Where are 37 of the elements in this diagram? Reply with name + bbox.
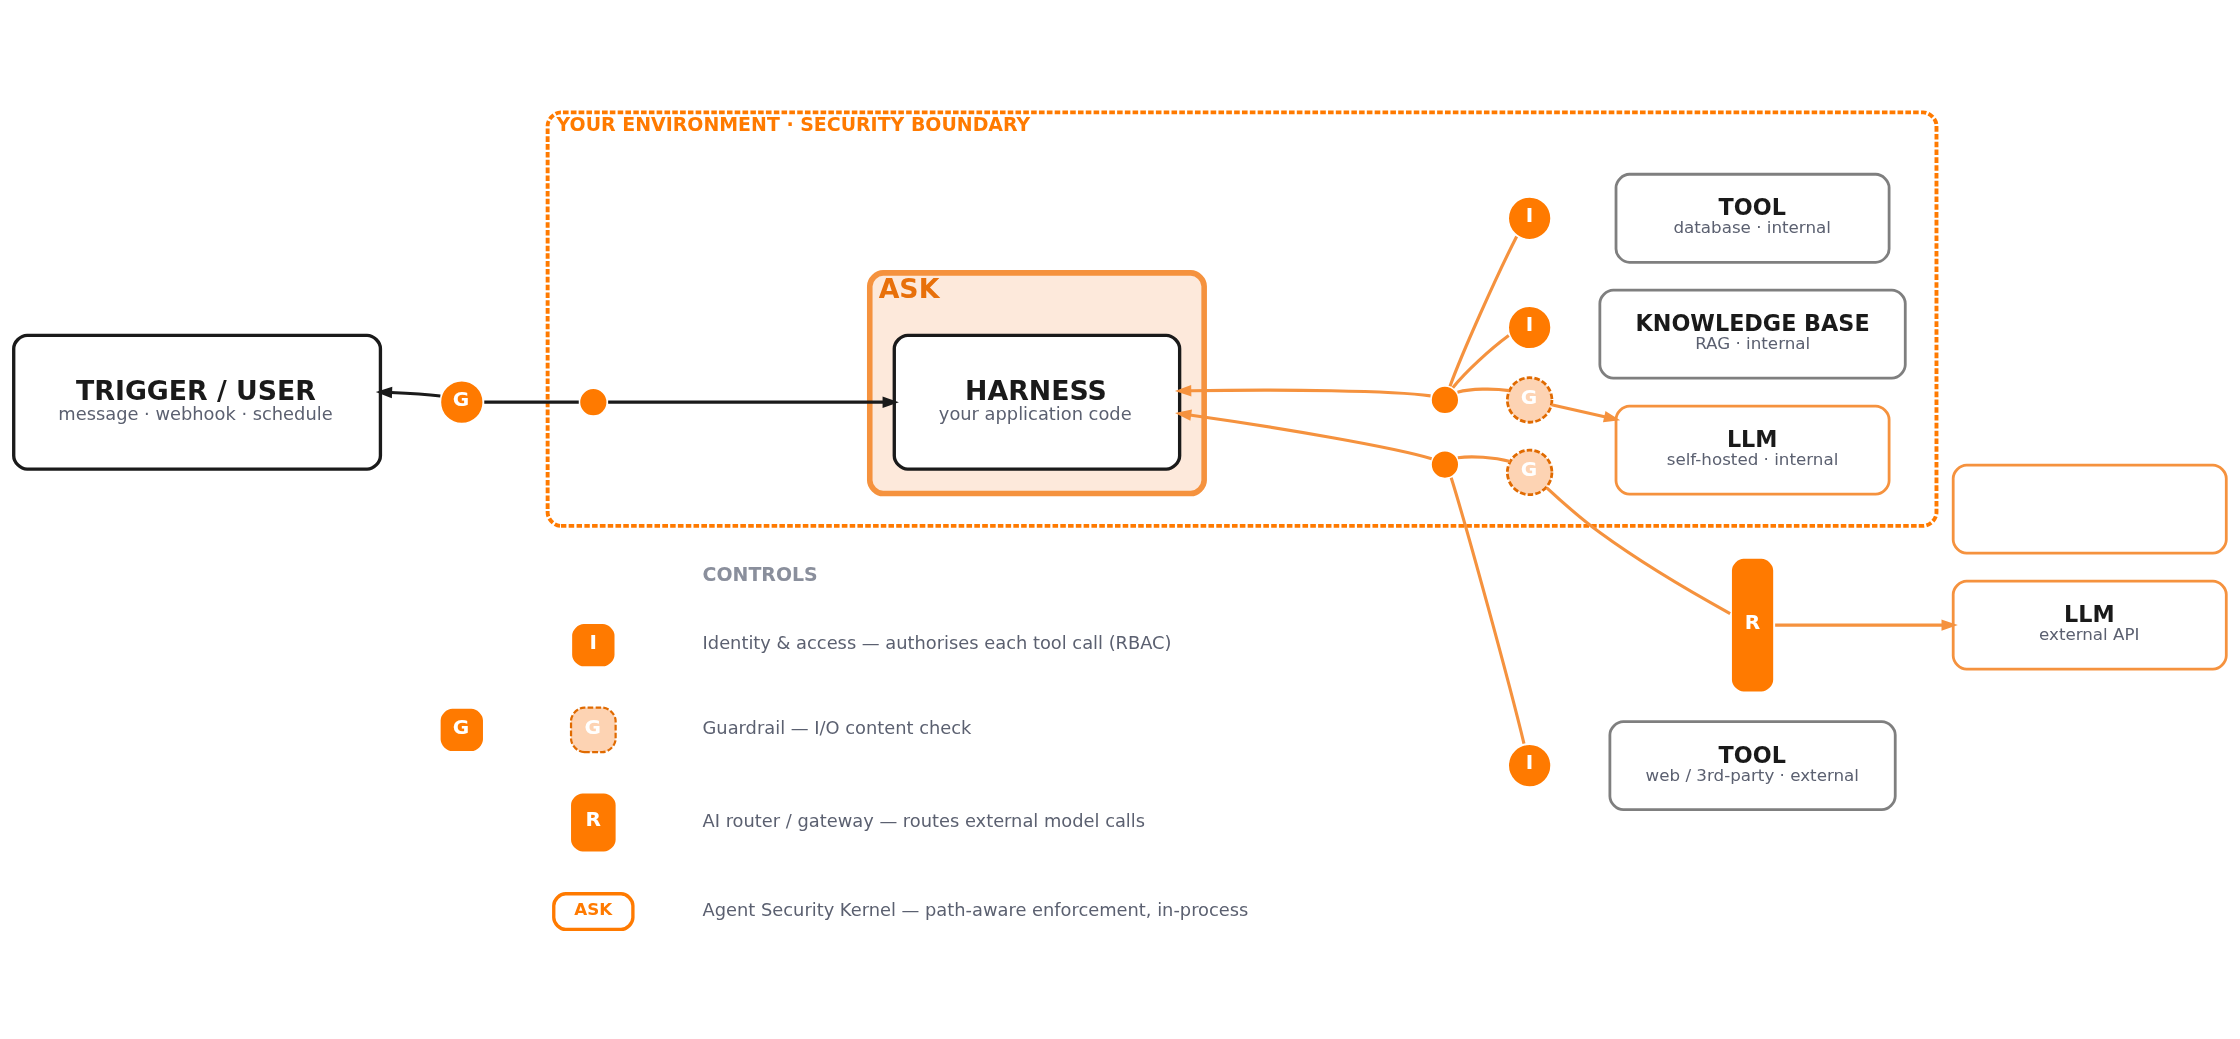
node-box: TRIGGER / USER message · webhook · schedule [12, 333, 383, 471]
node-box: LLM external API [1951, 579, 2228, 671]
arrow [1551, 403, 1621, 423]
node-circle [1429, 448, 1461, 481]
legend-label: Agent Security Kernel — path-aware enforcement, in-process [702, 898, 1249, 920]
arrow [608, 396, 899, 408]
connector [1449, 477, 1526, 745]
node-circle [577, 386, 610, 419]
legend-label: Guardrail — I/O content check [702, 717, 972, 739]
label: G [452, 714, 470, 739]
label: ASK [574, 898, 613, 919]
arrow [1174, 385, 1431, 398]
node-box: KNOWLEDGE BASE RAG · internal [1598, 288, 1907, 380]
node-circle: G [1505, 448, 1554, 497]
connector [1448, 235, 1519, 387]
node-circle: G [1505, 376, 1554, 424]
node-box: HARNESS your application code [892, 333, 1182, 471]
arrow [375, 386, 441, 399]
node-box: LLM self-hosted · internal [1614, 404, 1891, 496]
connector [484, 400, 579, 404]
arrow [1775, 619, 1958, 631]
label: CONTROLS [702, 563, 818, 586]
node-box: R [1728, 555, 1777, 695]
label: R [585, 807, 601, 832]
node-box: TOOL database · internal [1614, 172, 1891, 264]
connector [1545, 486, 1731, 615]
connector [1451, 334, 1510, 389]
node-box: TOOL web / 3rd-party · external [1608, 720, 1897, 811]
legend-label: Identity & access — authorises each tool call (RBAC) [702, 632, 1172, 654]
label: G [584, 714, 601, 739]
node-box [1951, 463, 2228, 555]
connector [1457, 455, 1511, 463]
arrow [1175, 409, 1433, 461]
node-circle [1429, 384, 1461, 416]
connector [1457, 387, 1510, 394]
label: I [589, 629, 597, 654]
legend-label: AI router / gateway — routes external model calls [702, 809, 1146, 831]
